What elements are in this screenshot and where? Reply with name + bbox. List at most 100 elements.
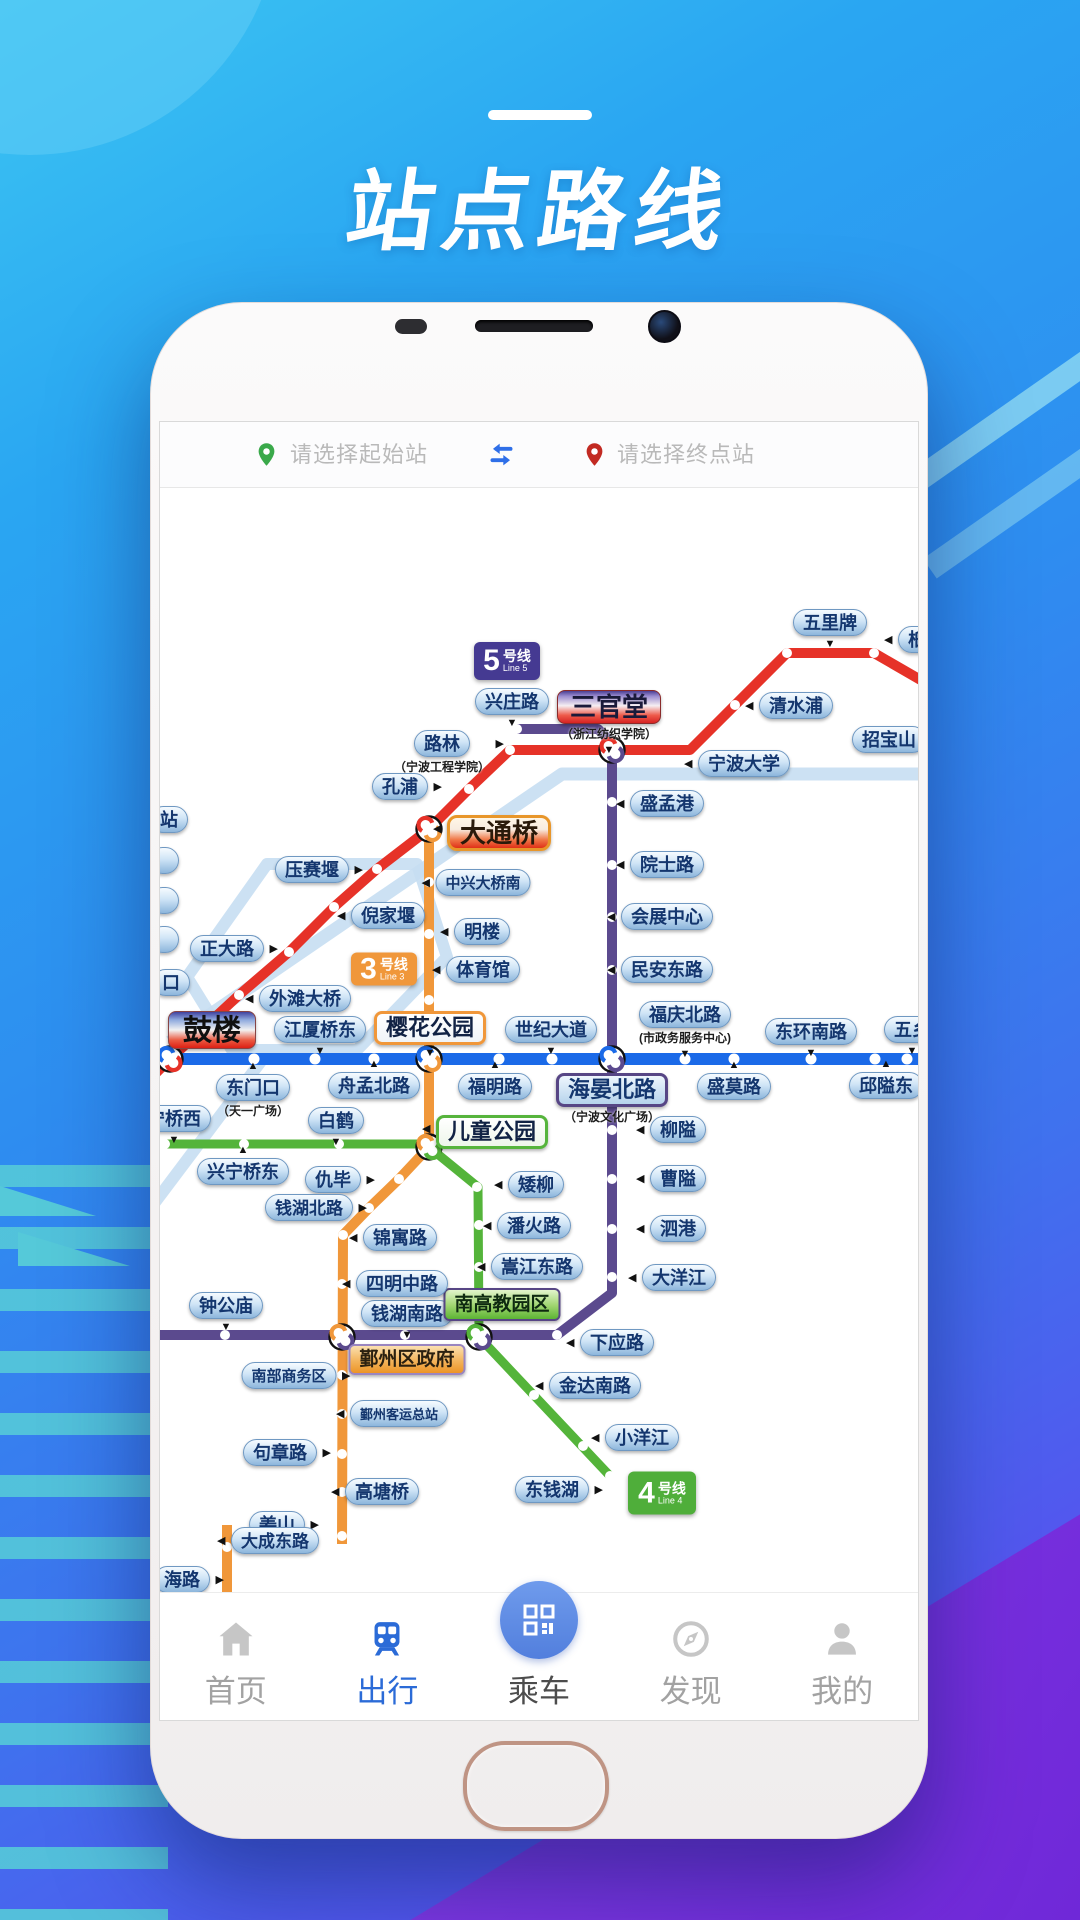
station-52: 四明中路◀ <box>342 1270 448 1297</box>
station-18 <box>160 926 179 958</box>
title-dash <box>488 110 592 120</box>
station-arrow: ◀ <box>477 1261 486 1273</box>
station-39: 大洋江◀ <box>628 1264 716 1291</box>
station-60: 宁桥西▼ <box>160 1105 211 1146</box>
transfer-icon <box>415 815 443 843</box>
station-arrow: ◀ <box>421 877 430 889</box>
station-pill: 宁波大学 <box>698 750 790 777</box>
station-38: 泗港◀ <box>636 1215 706 1242</box>
tab-label: 发现 <box>659 1674 722 1709</box>
station-arrow: ▲ <box>880 1058 892 1070</box>
swap-stations-button[interactable] <box>486 439 517 470</box>
transfer-icon <box>415 1045 443 1073</box>
station-pill: 钱湖南路 <box>361 1300 453 1327</box>
station-pill: 路林 <box>413 730 470 757</box>
station-arrow: ▼ <box>545 1045 557 1057</box>
station-pill: 南部商务区 <box>241 1362 337 1389</box>
station-pill: 锦寓路 <box>363 1224 437 1251</box>
qr-code-icon <box>523 1604 555 1636</box>
station-arrow: ◀ <box>337 910 346 922</box>
station-56: 高塘桥◀ <box>331 1478 419 1505</box>
station-arrow: ▲ <box>237 1144 249 1156</box>
station-49: 仇毕▶ <box>305 1166 375 1193</box>
station-dot <box>505 745 515 755</box>
station-dot <box>400 1330 410 1340</box>
station-19: 口 <box>160 969 190 996</box>
station-pill: 兴庄路 <box>475 688 549 715</box>
tab-home[interactable]: 首页 <box>160 1593 312 1720</box>
transfer-icon <box>415 1133 443 1161</box>
transfer-icon <box>598 1045 626 1073</box>
station-dot <box>239 1139 249 1149</box>
tab-discover[interactable]: 发现 <box>615 1593 767 1720</box>
train-icon <box>374 1622 400 1656</box>
station-dot <box>222 1542 232 1552</box>
station-arrow: ▶ <box>310 1519 319 1531</box>
station-dot <box>364 1203 374 1213</box>
station-subtitle: （天一广场） <box>216 1104 289 1118</box>
station-arrow: ◀ <box>440 926 449 938</box>
station-dot <box>337 1487 347 1497</box>
metro-map[interactable]: 五里牌▼桕◀清水浦◀招宝山宁波大学◀三官堂（浙江纺织学院）▼兴庄路▼路林（宁波工… <box>160 487 918 1592</box>
tab-label: 出行 <box>356 1674 419 1709</box>
station-pill: 四明中路 <box>356 1270 448 1297</box>
station-6: 兴庄路▼ <box>475 688 549 729</box>
station-pill: 压赛堰 <box>275 856 349 883</box>
station-34: 会展中心◀ <box>607 903 713 930</box>
river-b <box>181 858 453 1056</box>
station-pill: 钟公庙 <box>189 1292 263 1319</box>
station-28: 盛莫路▲ <box>697 1060 771 1100</box>
station-dot <box>424 877 434 887</box>
station-pill: 柳隘 <box>650 1116 706 1143</box>
station-dot <box>474 1262 484 1272</box>
station-dot <box>329 902 339 912</box>
station-dot <box>464 784 474 794</box>
station-pill: 盛孟港 <box>630 790 704 817</box>
station-66: 金达南路◀ <box>535 1372 641 1399</box>
station-45: 中兴大桥南◀ <box>421 869 531 896</box>
station-dot <box>474 1220 484 1230</box>
station-13: 外滩大桥◀ <box>245 985 351 1012</box>
station-pill: 潘火路 <box>497 1212 571 1239</box>
station-dot <box>607 1224 617 1234</box>
station-arrow: ◀ <box>616 859 625 871</box>
station-pill: 儿童公园 <box>435 1115 549 1149</box>
station-46: 明楼◀ <box>440 918 510 945</box>
station-53: 南部商务区▶ <box>241 1362 351 1389</box>
station-arrow: ◀ <box>591 1432 600 1444</box>
station-dot <box>728 1053 740 1065</box>
station-36: 柳隘◀ <box>636 1116 706 1143</box>
station-arrow: ◀ <box>566 1337 575 1349</box>
station-pill: 曹隘 <box>650 1165 706 1192</box>
station-25: 世纪大道▼ <box>505 1016 597 1057</box>
station-16 <box>160 847 179 879</box>
station-dot <box>493 1053 505 1065</box>
station-arrow: ◀ <box>432 823 442 835</box>
station-pill: 大通桥 <box>446 815 552 851</box>
transfer-icon <box>160 1045 184 1073</box>
station-pill: 小洋江 <box>605 1424 679 1451</box>
tab-ride[interactable]: 乘车 <box>463 1581 615 1720</box>
tab-mine[interactable]: 我的 <box>766 1593 918 1720</box>
station-dot <box>338 1230 348 1240</box>
station-pill: 鄞州区政府 <box>348 1344 466 1375</box>
station-5: 三官堂（浙江纺织学院）▼ <box>556 690 662 756</box>
tab-travel[interactable]: 出行 <box>312 1593 464 1720</box>
station-dot <box>605 1471 615 1481</box>
station-arrow: ▶ <box>495 738 505 750</box>
home-icon <box>219 1622 253 1656</box>
station-dot <box>220 1330 230 1340</box>
station-subtitle: （宁波工程学院） <box>393 760 491 774</box>
start-station-input[interactable]: 请选择起始站 <box>290 442 429 467</box>
end-station-input[interactable]: 请选择终点站 <box>617 442 756 467</box>
station-pill: 鼓楼 <box>167 1011 257 1049</box>
station-64: 潘火路◀ <box>483 1212 571 1239</box>
station-pill: 大洋江 <box>642 1264 716 1291</box>
station-dot <box>782 648 792 658</box>
station-dot <box>730 700 740 710</box>
station-24: 福明路▲ <box>458 1060 532 1100</box>
station-48: 儿童公园◀ <box>422 1115 549 1149</box>
qr-scan-button[interactable] <box>499 1581 578 1659</box>
station-54: 鄞州客运总站◀ <box>336 1400 449 1427</box>
